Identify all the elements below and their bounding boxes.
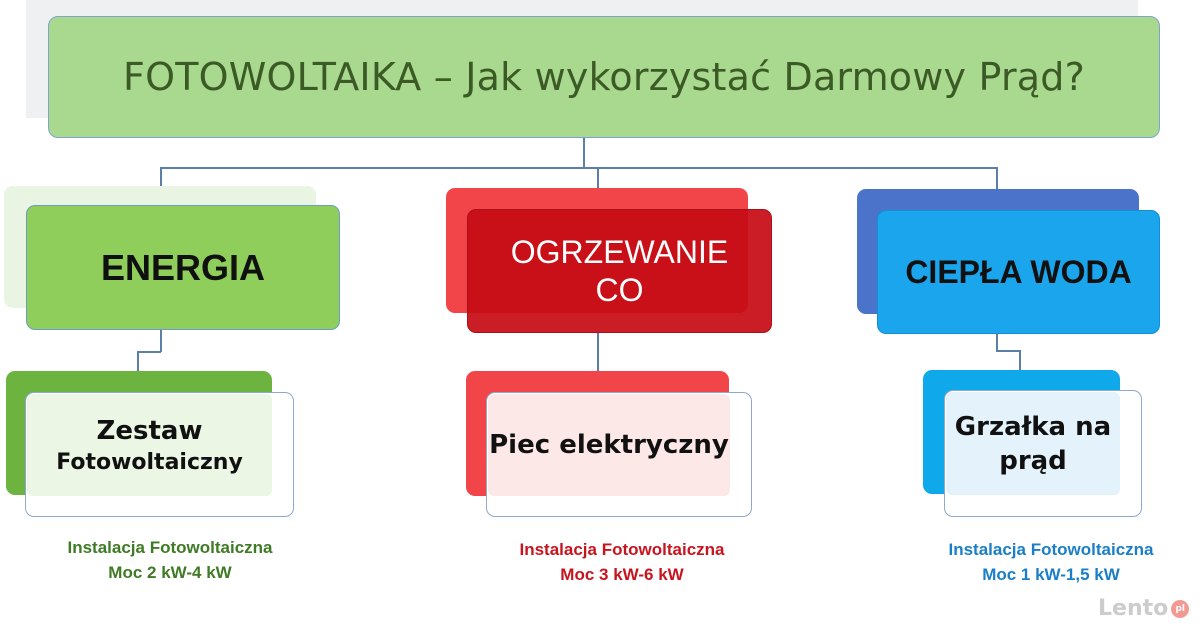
grzalka-label-line2: prąd: [999, 445, 1067, 476]
ogrzewanie-label-line1: OGRZEWANIE: [510, 234, 729, 270]
connector-ogrz-to-sub: [597, 333, 599, 371]
caption-energia-line1: Instalacja Fotowoltaiczna: [67, 538, 273, 557]
zestaw-node: Zestaw Fotowoltaiczny: [25, 392, 294, 517]
title-box: FOTOWOLTAIKA – Jak wykorzystać Darmowy P…: [48, 16, 1160, 138]
ciepla-woda-node: CIEPŁA WODA: [877, 210, 1160, 334]
grzalka-label-line1: Grzałka na: [954, 411, 1112, 442]
caption-energia: Instalacja Fotowoltaiczna Moc 2 kW-4 kW: [40, 535, 300, 585]
piec-label: Piec elektryczny: [489, 430, 729, 460]
grzalka-inner: Grzałka na prąd: [946, 392, 1120, 495]
zestaw-label-line1: Zestaw: [96, 415, 203, 446]
caption-ciepla-line1: Instalacja Fotowoltaiczna: [948, 540, 1154, 559]
ogrzewanie-label: OGRZEWANIE CO: [511, 233, 728, 309]
energia-label: ENERGIA: [100, 246, 266, 288]
piec-node: Piec elektryczny: [486, 392, 752, 517]
energia-node: ENERGIA: [26, 205, 340, 330]
connector-ciepla-elbow: [996, 350, 1020, 352]
caption-ogrzewanie-line1: Instalacja Fotowoltaiczna: [519, 540, 725, 559]
caption-ciepla: Instalacja Fotowoltaiczna Moc 1 kW-1,5 k…: [921, 537, 1181, 587]
piec-inner: Piec elektryczny: [488, 394, 730, 496]
grzalka-text: Grzałka na prąd: [955, 410, 1111, 478]
zestaw-inner: Zestaw Fotowoltaiczny: [27, 394, 272, 496]
connector-energia-to-sub: [137, 351, 139, 371]
ogrzewanie-node: OGRZEWANIE CO: [467, 209, 772, 333]
zestaw-label-line2: Fotowoltaiczny: [56, 449, 243, 475]
caption-ogrzewanie-line2: Moc 3 kW-6 kW: [560, 565, 684, 584]
connector-energia-elbow: [137, 351, 161, 353]
connector-ciepla-to-sub: [1019, 350, 1021, 370]
connector-to-ogrzewanie: [597, 167, 599, 189]
connector-energia-down: [160, 330, 162, 352]
zestaw-text: Zestaw Fotowoltaiczny: [56, 416, 243, 475]
watermark-text: Lento: [1098, 596, 1169, 621]
caption-energia-line2: Moc 2 kW-4 kW: [108, 563, 232, 582]
caption-ciepla-line2: Moc 1 kW-1,5 kW: [982, 565, 1120, 584]
connector-ciepla-down: [996, 334, 998, 351]
connector-title-stem: [583, 138, 585, 168]
watermark-badge: pl: [1171, 599, 1190, 618]
diagram-title: FOTOWOLTAIKA – Jak wykorzystać Darmowy P…: [123, 55, 1085, 99]
caption-ogrzewanie: Instalacja Fotowoltaiczna Moc 3 kW-6 kW: [492, 537, 752, 587]
ciepla-woda-label: CIEPŁA WODA: [905, 253, 1132, 290]
connector-horizontal: [160, 167, 998, 169]
grzalka-node: Grzałka na prąd: [944, 390, 1142, 517]
ogrzewanie-label-line2: CO: [595, 272, 644, 308]
lento-watermark: Lento pl: [1098, 596, 1190, 621]
connector-to-ciepla: [996, 167, 998, 189]
